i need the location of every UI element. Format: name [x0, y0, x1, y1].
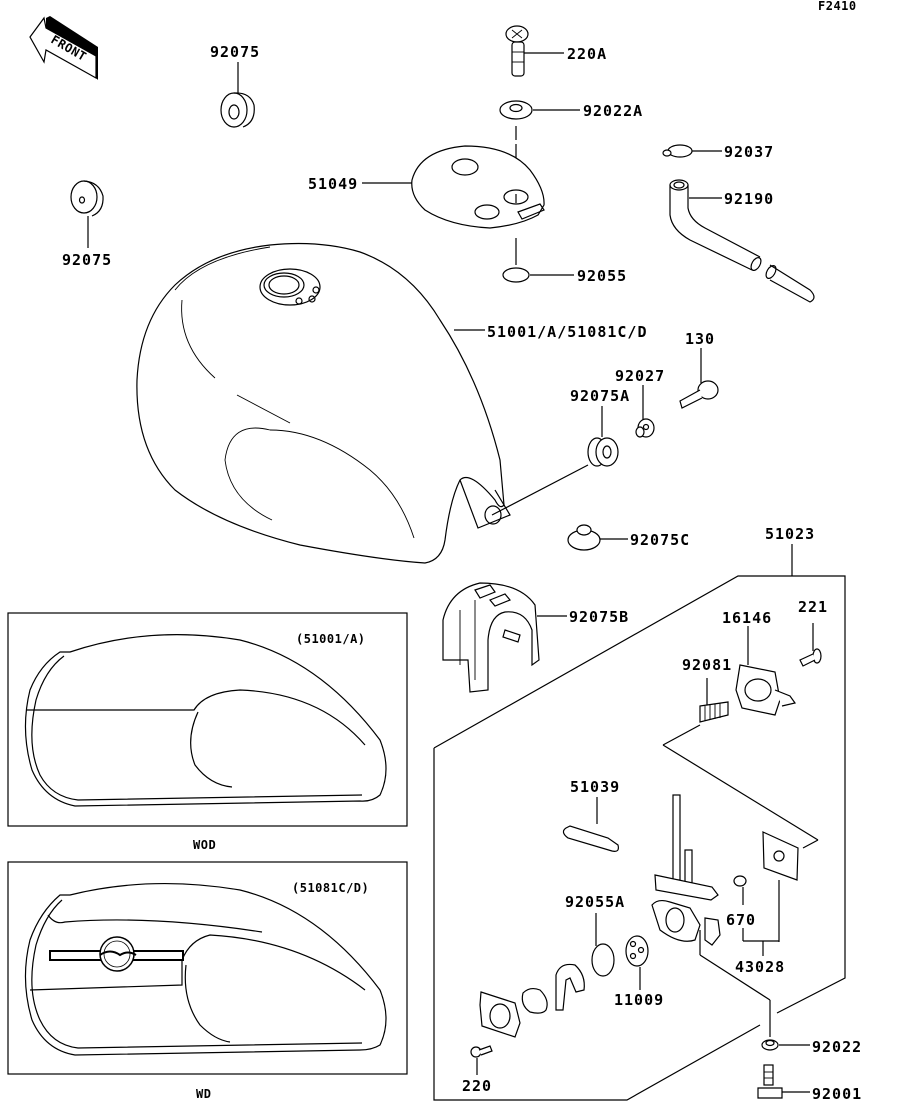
clamp-92037: [662, 144, 722, 158]
packing-11009: [625, 935, 649, 990]
collar-92027: [635, 385, 655, 438]
screw-221: [799, 623, 822, 667]
bolt-130: [679, 348, 719, 409]
emblem-icon: [99, 936, 137, 972]
fuel-tank-51001: [136, 242, 511, 564]
label-92022a: 92022A: [583, 102, 643, 120]
label-220: 220: [462, 1077, 492, 1095]
damper-92075c: [567, 524, 628, 551]
damper-92075-left: [70, 180, 104, 248]
variant-caption-wd: WD: [196, 1087, 211, 1101]
label-670: 670: [726, 911, 756, 929]
washer-92022: [761, 1000, 810, 1051]
label-92037: 92037: [724, 143, 774, 161]
label-51049: 51049: [308, 175, 358, 193]
bolt-92001: [757, 1064, 810, 1099]
variant-ref-wod: (51001/A): [296, 632, 366, 646]
label-92027: 92027: [615, 367, 665, 385]
screw-220: [470, 1045, 493, 1075]
gasket-92055: [502, 267, 574, 283]
front-arrow-icon: FRONT: [29, 16, 98, 80]
label-51001: 51001/A/51081C/D: [487, 323, 648, 341]
label-92022: 92022: [812, 1038, 862, 1056]
variant-caption-wod: WOD: [193, 838, 216, 852]
label-92001: 92001: [812, 1085, 862, 1103]
plate-43028: [742, 831, 799, 956]
variant-box-wd: [7, 861, 408, 1075]
label-92075a: 92075A: [570, 387, 630, 405]
fuel-cock-body: [651, 794, 771, 1001]
label-92075b: 92075B: [569, 608, 629, 626]
label-92075-left: 92075: [62, 251, 112, 269]
fuel-cock-gaskets: [479, 963, 585, 1038]
damper-92075b: [442, 582, 567, 693]
spring-92081: [662, 678, 819, 849]
figure-code: F2410: [818, 0, 857, 13]
label-221: 221: [798, 598, 828, 616]
oring-92055a: [591, 913, 615, 977]
label-92055: 92055: [577, 267, 627, 285]
label-11009: 11009: [614, 991, 664, 1009]
lever-cover-16146: [735, 626, 797, 716]
label-16146: 16146: [722, 609, 772, 627]
variant-ref-wd: (51081C/D): [292, 881, 369, 895]
gasket-51039: [562, 797, 619, 852]
cover-51049: [362, 145, 545, 265]
label-92190: 92190: [724, 190, 774, 208]
label-130: 130: [685, 330, 715, 348]
variant-box-wod: [7, 612, 408, 827]
label-92075-top: 92075: [210, 43, 260, 61]
fuel-cock-assembly-bracket: [433, 544, 846, 1101]
damper-92075-top: [220, 62, 255, 128]
washer-92022a: [499, 100, 580, 160]
oring-670: [733, 875, 747, 905]
label-92081: 92081: [682, 656, 732, 674]
label-51039: 51039: [570, 778, 620, 796]
label-43028: 43028: [735, 958, 785, 976]
label-220a: 220A: [567, 45, 607, 63]
label-92055a: 92055A: [565, 893, 625, 911]
hose-92190: [669, 179, 815, 303]
label-92075c: 92075C: [630, 531, 690, 549]
label-51023: 51023: [765, 525, 815, 543]
bolt-220a: [505, 25, 564, 77]
damper-92075a: [491, 406, 619, 516]
